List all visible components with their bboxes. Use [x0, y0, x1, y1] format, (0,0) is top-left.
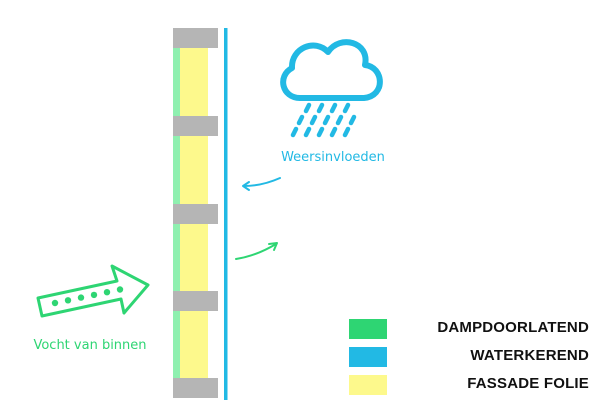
wall-cross-section	[173, 28, 228, 400]
legend-item-blue: WATERKEREND	[349, 345, 589, 373]
stud-2	[173, 116, 218, 136]
stud-4	[173, 291, 218, 311]
legend-item-yellow: FASSADE FOLIE	[349, 373, 589, 401]
arrow-inward-icon	[242, 177, 281, 191]
stud-3	[173, 204, 218, 224]
legend-swatch	[349, 319, 387, 339]
blue-membrane	[224, 28, 228, 400]
legend: DAMPDOORLATEND WATERKEREND FASSADE FOLIE	[349, 317, 589, 401]
stud-1	[173, 28, 218, 48]
moisture-label: Vocht van binnen	[33, 338, 147, 353]
legend-item-green: DAMPDOORLATEND	[349, 317, 589, 345]
legend-label: WATERKEREND	[470, 347, 589, 364]
arrow-outward-icon	[235, 242, 278, 260]
rain-cloud-icon	[280, 39, 383, 138]
moisture-arrow-icon	[36, 264, 150, 318]
legend-swatch	[349, 347, 387, 367]
legend-label: DAMPDOORLATEND	[437, 319, 589, 336]
weather-label: Weersinvloeden	[281, 150, 385, 165]
legend-label: FASSADE FOLIE	[467, 375, 589, 392]
legend-swatch	[349, 375, 387, 395]
stud-5	[173, 378, 218, 398]
